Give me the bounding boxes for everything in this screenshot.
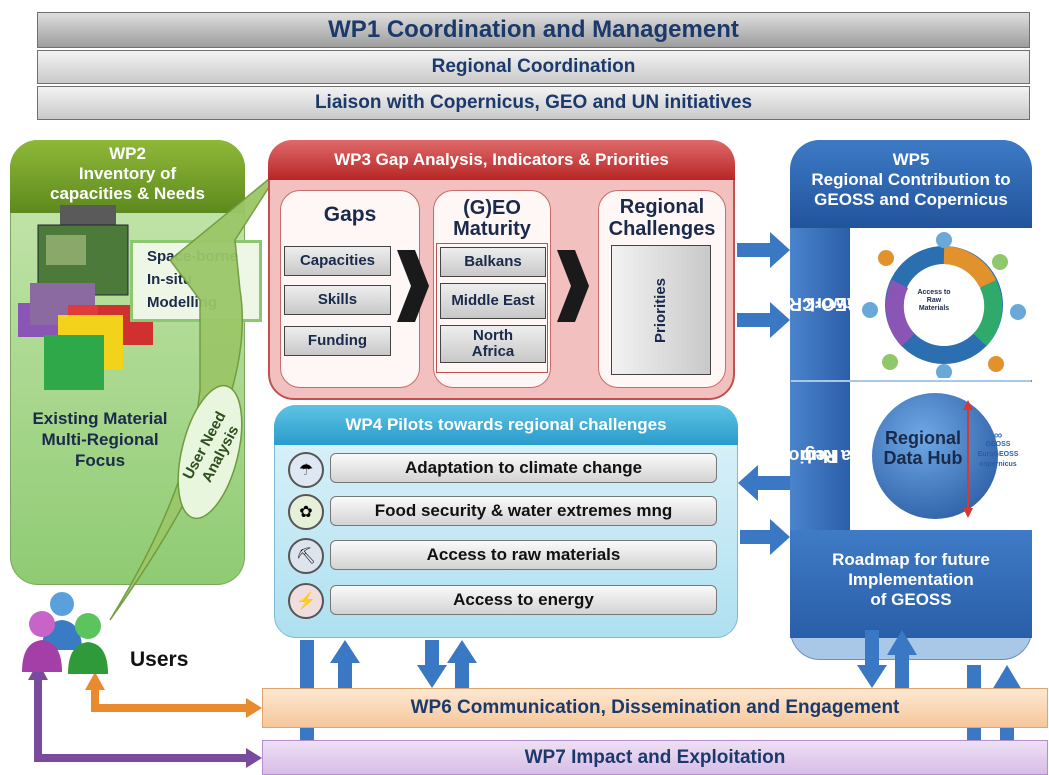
arrow-wp7-users <box>34 672 255 762</box>
wp2-title-line1: WP2 <box>109 144 146 163</box>
wp2-title-line2: Inventory of <box>78 164 177 183</box>
geo-logo-icon: ∞ <box>993 428 1003 442</box>
gaps-title: Gaps <box>323 203 377 226</box>
liaison-bar: Liaison with Copernicus, GEO and UN init… <box>37 86 1030 120</box>
material-line1: Existing Material <box>32 409 168 428</box>
gap-skills: Skills <box>284 285 391 315</box>
chevron-right-icon <box>397 250 429 322</box>
material-line3: Focus <box>74 451 126 470</box>
hub-center-line2: Data Hub <box>883 448 963 468</box>
existing-material-label: Existing Material Multi-Regional Focus <box>10 408 190 471</box>
wp4-header: WP4 Pilots towards regional challenges <box>274 405 738 445</box>
network-center-line2: Raw Materials <box>918 297 950 312</box>
energy-icon: ⚡ <box>288 583 324 619</box>
data-hub-globe <box>872 393 998 519</box>
users-icon <box>22 592 108 674</box>
material-line2: Multi-Regional <box>41 430 159 449</box>
roadmap-line2: Implementation <box>848 570 974 589</box>
wp5-title-line3: GEOSS and Copernicus <box>814 190 1008 209</box>
priorities-box: Priorities <box>611 245 711 375</box>
challenges-line1: Regional <box>619 196 705 218</box>
region-balkans: Balkans <box>440 247 546 277</box>
maturity-line2: Maturity <box>453 218 531 240</box>
wp5-title-line1: WP5 <box>892 150 930 169</box>
pilot-climate-change: Adaptation to climate change <box>330 453 717 483</box>
wp2-title-line3: capacities & Needs <box>50 184 205 203</box>
regions-frame <box>436 243 548 373</box>
arrow-wp4-up-1 <box>330 640 360 690</box>
network-center-label: Access to Raw Materials <box>914 289 954 313</box>
hub-center-line1: Regional <box>884 428 961 448</box>
wp5-header: WP5 Regional Contribution to GEOSS and C… <box>790 140 1032 230</box>
maturity-line1: (G)EO <box>463 197 521 219</box>
arrow-hub-to-wp4 <box>738 465 790 501</box>
copernicus-logo: copernicus <box>979 461 1017 468</box>
pilot-food-security: Food security & water extremes mng <box>330 496 717 526</box>
arrow-wp4-to-hub <box>740 519 790 555</box>
arrow-wp3-to-network <box>737 232 790 268</box>
maturity-title: (G)EO Maturity <box>433 198 551 240</box>
geo-cradle-network-label: GEO-CRADLE Network <box>740 228 876 380</box>
wp3-header: WP3 Gap Analysis, Indicators & Prioritie… <box>268 140 735 180</box>
regional-coordination-bar: Regional Coordination <box>37 50 1030 84</box>
data-hub-vertical-arrow <box>963 400 973 518</box>
roadmap-line1: Roadmap for future <box>832 550 990 569</box>
eurogeoss-logo: EuroGEOSS <box>977 451 1019 458</box>
wp7-bar: WP7 Impact and Exploitation <box>262 740 1048 775</box>
user-need-swoosh <box>109 169 281 621</box>
wp6-bar: WP6 Communication, Dissemination and Eng… <box>262 688 1048 728</box>
arrow-wp3-to-network-2 <box>737 302 790 338</box>
regional-data-hub-side-label: Regional Data Hub <box>762 382 880 530</box>
wp1-title-bar: WP1 Coordination and Management <box>37 12 1030 48</box>
pilot-energy: Access to energy <box>330 585 717 615</box>
wp5-title-line2: Regional Contribution to <box>811 170 1011 189</box>
arrow-wp4-up-2 <box>447 640 477 690</box>
pilot-raw-materials: Access to raw materials <box>330 540 717 570</box>
food-water-icon: ✿ <box>288 494 324 530</box>
gap-funding: Funding <box>284 326 391 356</box>
raw-materials-icon: ⛏ <box>288 538 324 574</box>
chevron-right-icon <box>557 250 589 322</box>
challenges-line2: Challenges <box>608 218 716 240</box>
region-middle-east: Middle East <box>440 283 546 319</box>
layered-maps-illustration <box>18 205 153 390</box>
region-north-africa: North Africa <box>440 325 546 363</box>
users-label: Users <box>130 648 189 671</box>
network-center-line1: Access to <box>917 289 951 296</box>
data-hub-center-label: Regional Data Hub <box>873 428 973 468</box>
layer-green <box>44 335 104 390</box>
data-hub-logos: ∞ GEOSS EuroGEOSS copernicus <box>974 428 1022 470</box>
gap-capacities: Capacities <box>284 246 391 276</box>
arrow-wp5-down-1 <box>857 630 887 688</box>
climate-adaptation-icon: ☂ <box>288 452 324 488</box>
roadmap-line3: of GEOSS <box>870 590 952 609</box>
arrow-wp6-users <box>91 682 255 712</box>
arrow-wp4-down-2 <box>417 640 447 688</box>
challenges-title: Regional Challenges <box>598 196 726 240</box>
geoss-logo: GEOSS <box>985 441 1011 448</box>
network-diagram-icon <box>862 232 1026 378</box>
arrow-wp5-up-1 <box>887 630 917 690</box>
roadmap-box: Roadmap for future Implementation of GEO… <box>790 530 1032 638</box>
wp2-header: WP2 Inventory of capacities & Needs <box>10 140 245 213</box>
